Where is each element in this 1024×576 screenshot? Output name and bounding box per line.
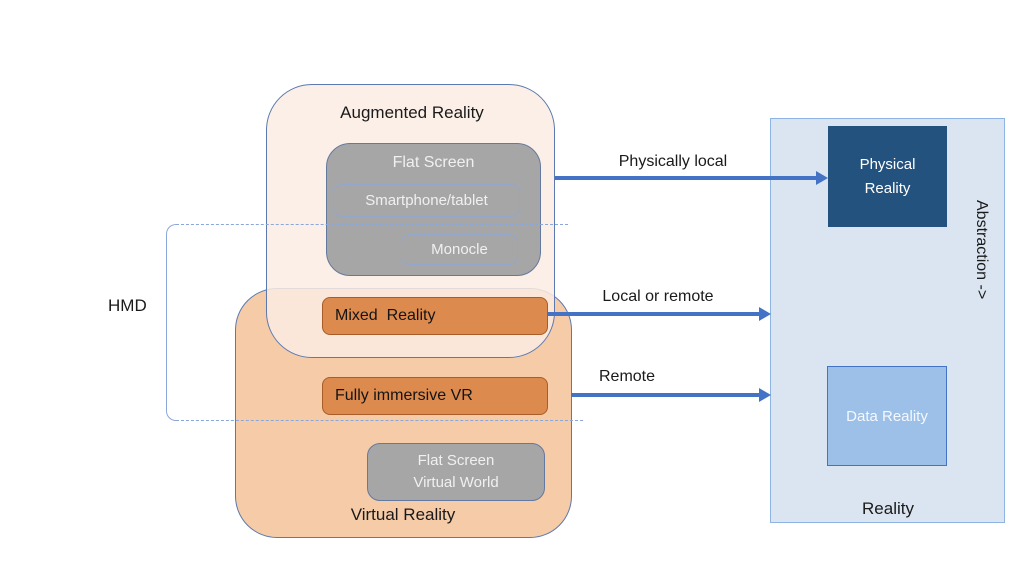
physical-reality-line-1: Physical (859, 155, 916, 173)
hmd-dashed-line-bottom (176, 420, 583, 421)
flat-screen-label: Flat Screen (392, 154, 475, 171)
physical-reality-box: Physical Reality (828, 126, 947, 227)
virtual-reality-label: Virtual Reality (350, 505, 456, 524)
arrow-shaft-local-or-remote (548, 312, 759, 316)
smartphone-tablet-box: Smartphone/tablet (333, 184, 520, 217)
fsvw-line-1: Flat Screen (417, 452, 495, 470)
arrow-head-remote (759, 388, 771, 402)
arrow-label-physically-local: Physically local (618, 153, 728, 170)
arrow-label-remote: Remote (598, 368, 656, 385)
reality-label: Reality (862, 499, 914, 518)
data-reality-label: Data Reality (846, 407, 928, 425)
monocle-box: Monocle (401, 234, 518, 265)
data-reality-box: Data Reality (827, 366, 947, 466)
smartphone-tablet-label: Smartphone/tablet (365, 192, 488, 209)
fsvw-line-2: Virtual World (413, 474, 499, 491)
flat-screen-virtual-world-box: Flat Screen Virtual World (367, 443, 545, 501)
physical-reality-line-2: Reality (864, 179, 911, 197)
augmented-reality-label: Augmented Reality (340, 103, 484, 122)
arrow-shaft-physically-local (555, 176, 816, 180)
hmd-dashed-line-top (176, 224, 568, 225)
monocle-label: Monocle (431, 241, 488, 258)
fully-immersive-vr-label: Fully immersive VR (335, 387, 473, 404)
arrow-head-physically-local (816, 171, 828, 185)
abstraction-axis-label: Abstraction -> (973, 200, 990, 300)
arrow-shaft-remote (571, 393, 759, 397)
fully-immersive-vr-box: Fully immersive VR (322, 377, 548, 415)
mixed-reality-box: Mixed Reality (322, 297, 548, 335)
hmd-label: HMD (108, 296, 147, 315)
hmd-bracket (166, 224, 177, 421)
arrow-head-local-or-remote (759, 307, 771, 321)
arrow-label-local-or-remote: Local or remote (602, 288, 714, 305)
mixed-reality-label: Mixed Reality (335, 307, 436, 324)
